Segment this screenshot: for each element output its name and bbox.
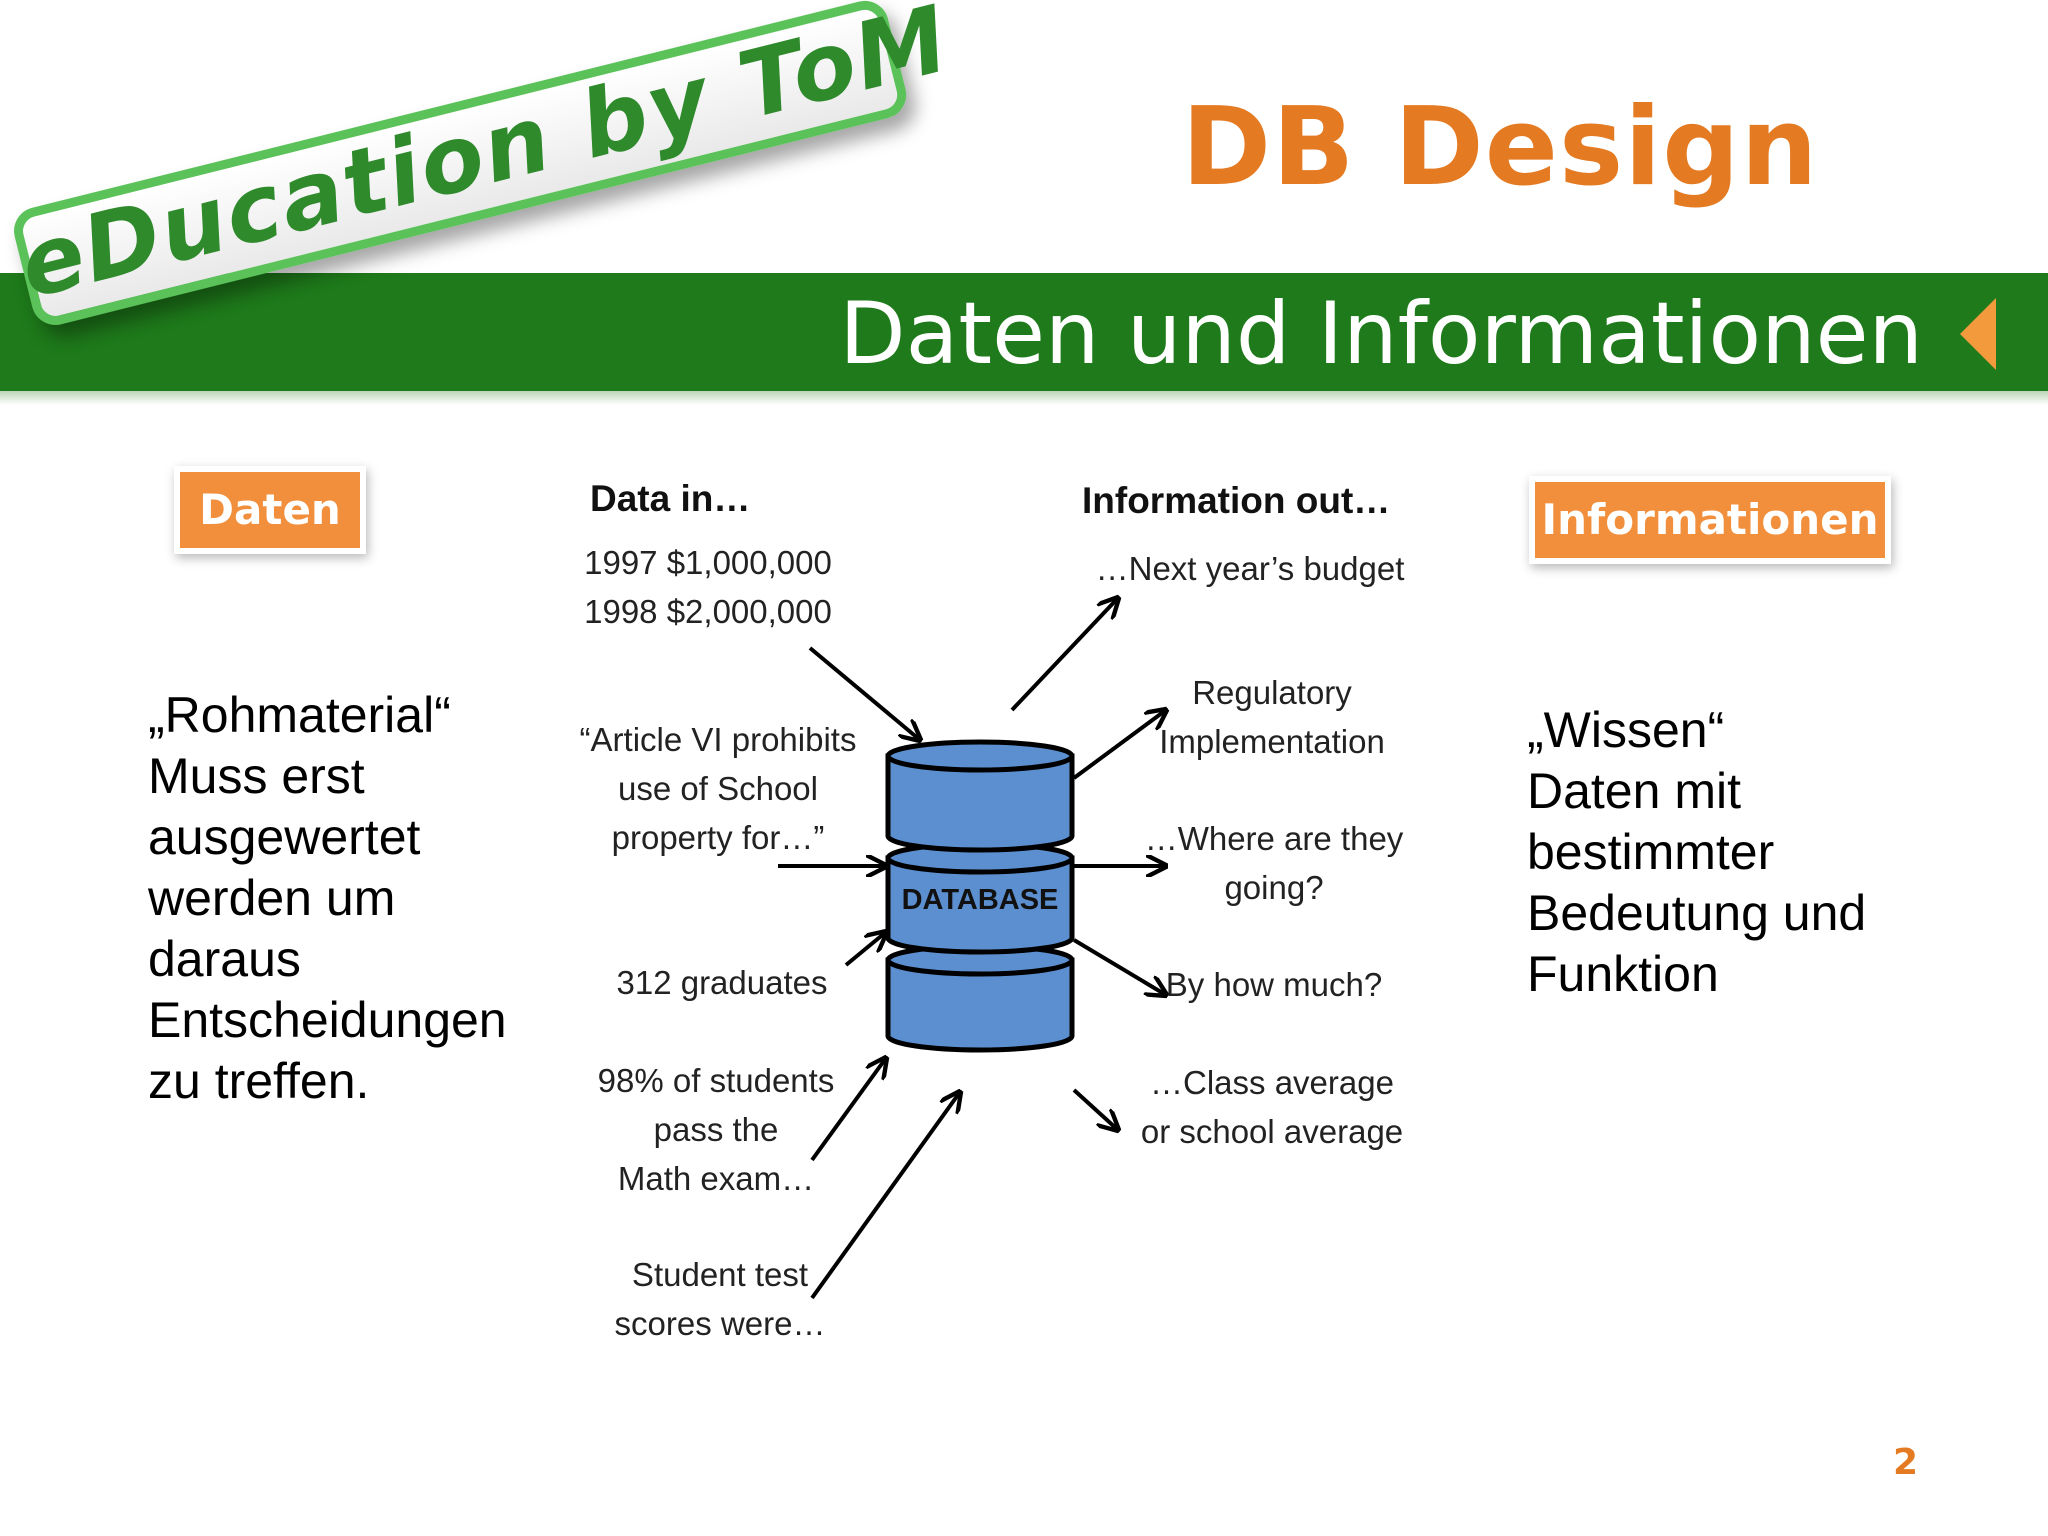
- input-arrow: [808, 646, 920, 740]
- database-label: DATABASE: [901, 884, 1059, 916]
- data-in-heading: Data in…: [590, 478, 751, 519]
- daten-tag: Daten: [180, 472, 360, 548]
- input-item: Student test scores were…: [615, 1250, 826, 1348]
- db-cylinder-bottom: [885, 957, 1075, 1053]
- input-line: “Article VI prohibits: [579, 721, 857, 758]
- daten-description: „Rohmaterial“ Muss erst ausgewertet werd…: [148, 685, 507, 1112]
- daten-line: zu treffen.: [148, 1053, 370, 1109]
- input-item: 98% of students pass the Math exam…: [598, 1056, 835, 1203]
- output-arrow: [1010, 598, 1118, 712]
- daten-line: „Rohmaterial“: [148, 687, 451, 743]
- daten-line: ausgewertet: [148, 809, 421, 865]
- informationen-line: bestimmter: [1527, 824, 1775, 880]
- input-item: 312 graduates: [616, 958, 827, 1007]
- input-arrow: [810, 1058, 886, 1162]
- informationen-line: Daten mit: [1527, 763, 1741, 819]
- input-line: pass the: [653, 1111, 779, 1148]
- daten-line: daraus: [148, 931, 301, 987]
- input-line: use of School: [618, 770, 818, 807]
- output-line: By how much?: [1165, 966, 1383, 1003]
- informationen-description: „Wissen“ Daten mit bestimmter Bedeutung …: [1527, 700, 1866, 1005]
- db-cylinder-middle: [885, 855, 1075, 955]
- information-out-heading: Information out…: [1082, 480, 1391, 521]
- input-item: 1997 $1,000,000 1998 $2,000,000: [584, 538, 832, 636]
- daten-line: Entscheidungen: [148, 992, 507, 1048]
- output-item: By how much?: [1166, 960, 1382, 1009]
- output-item: Regulatory Implementation: [1159, 668, 1385, 766]
- output-item: …Class average or school average: [1141, 1058, 1403, 1156]
- input-line: 1997 $1,000,000: [584, 544, 832, 581]
- output-line: or school average: [1140, 1113, 1404, 1150]
- slide-title: DB Design: [1181, 85, 1819, 210]
- output-arrow: [1072, 710, 1166, 780]
- banner-shadow: [0, 391, 2048, 405]
- db-cylinder-top: [885, 753, 1075, 853]
- output-line: Regulatory: [1192, 674, 1352, 711]
- title-banner: [0, 273, 2048, 391]
- input-line: scores were…: [614, 1305, 826, 1342]
- page-number: 2: [1893, 1442, 1919, 1483]
- informationen-line: Funktion: [1527, 946, 1719, 1002]
- input-line: Student test: [631, 1256, 809, 1293]
- output-line: going?: [1224, 869, 1324, 906]
- db-cylinder-top-cap: [885, 739, 1075, 773]
- output-arrow: [1072, 938, 1166, 995]
- input-item: “Article VI prohibits use of School prop…: [580, 715, 857, 862]
- input-line: 98% of students: [597, 1062, 835, 1099]
- daten-line: werden um: [148, 870, 396, 926]
- output-line: …Where are they: [1144, 820, 1404, 857]
- slide-subtitle: Daten und Informationen: [839, 284, 1923, 384]
- nav-back-arrow-icon[interactable]: [1960, 298, 1996, 370]
- input-line: 312 graduates: [616, 964, 828, 1001]
- output-line: …Next year’s budget: [1095, 550, 1405, 587]
- input-line: Math exam…: [617, 1160, 815, 1197]
- output-line: …Class average: [1150, 1064, 1394, 1101]
- input-arrow: [810, 1092, 960, 1300]
- output-item: …Next year’s budget: [1096, 544, 1405, 593]
- output-arrow: [1072, 1088, 1118, 1130]
- output-line: Implementation: [1159, 723, 1385, 760]
- input-line: property for…”: [611, 819, 825, 856]
- input-line: 1998 $2,000,000: [584, 593, 832, 630]
- daten-line: Muss erst: [148, 748, 365, 804]
- informationen-tag: Informationen: [1535, 482, 1885, 558]
- informationen-line: Bedeutung und: [1527, 885, 1867, 941]
- input-arrow: [844, 932, 886, 967]
- output-item: …Where are they going?: [1145, 814, 1404, 912]
- informationen-line: „Wissen“: [1527, 702, 1725, 758]
